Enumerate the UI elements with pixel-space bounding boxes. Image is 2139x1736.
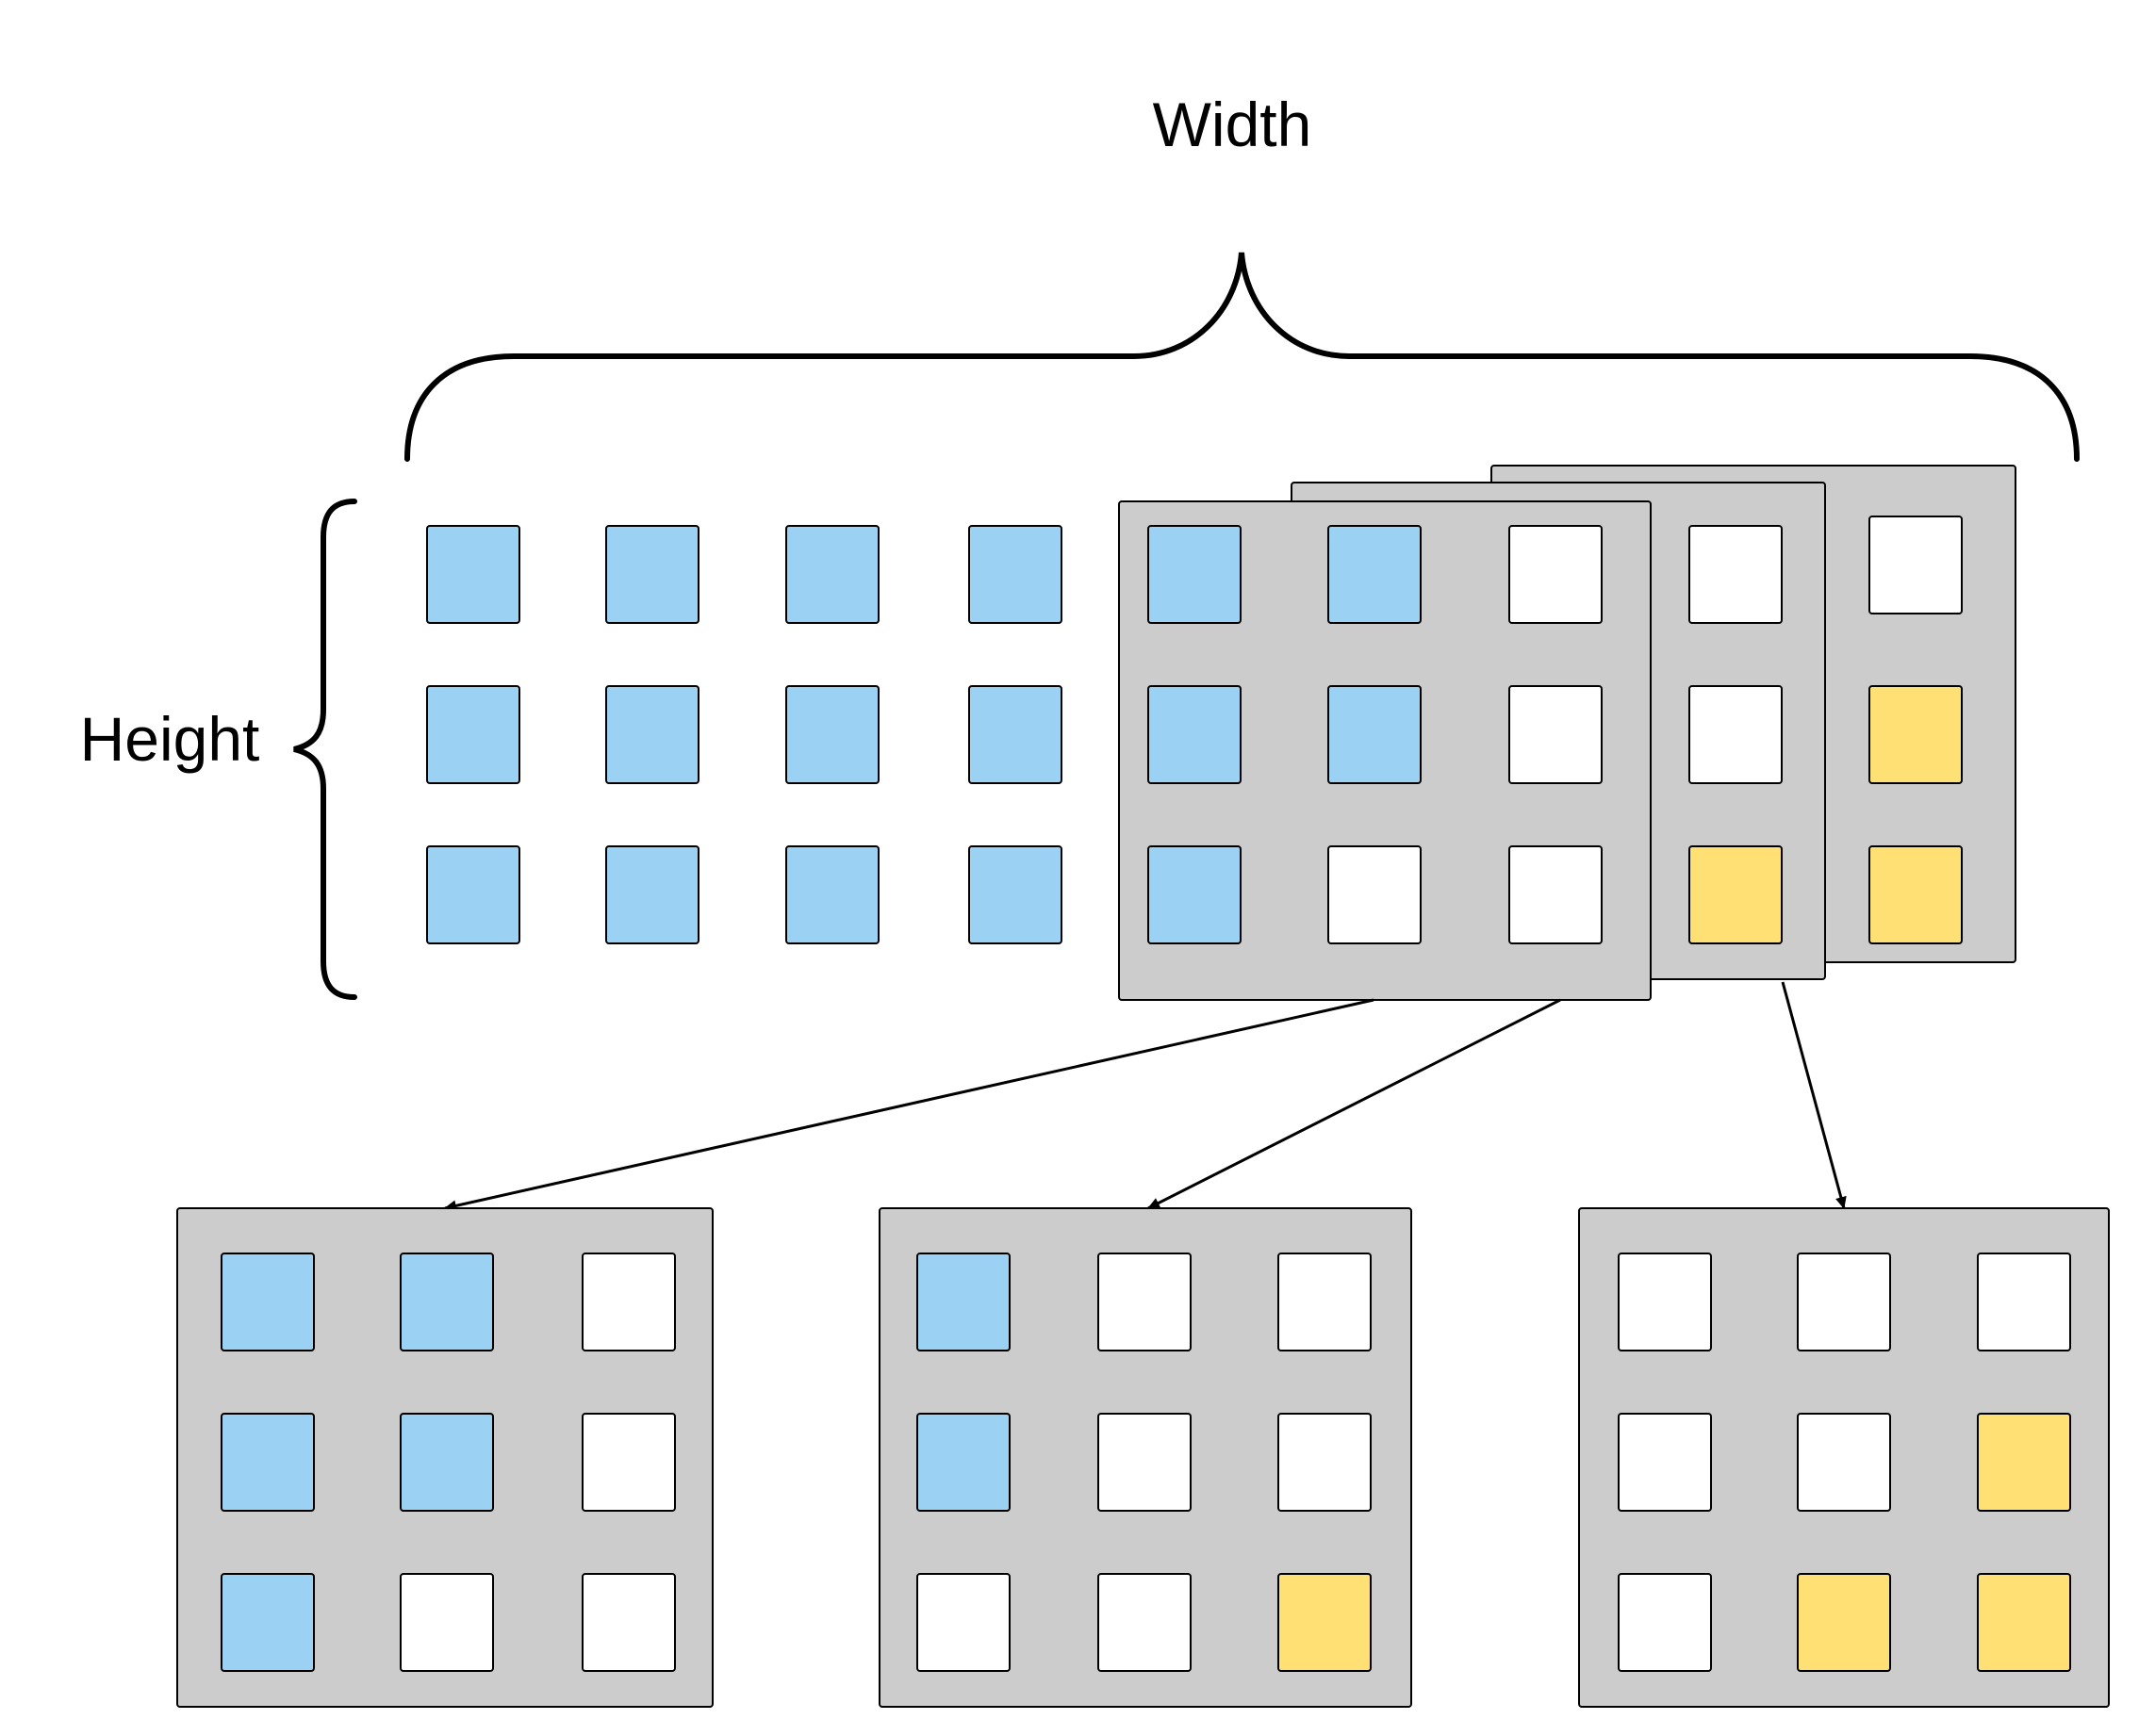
stack-cell-white [1508,845,1603,944]
input-cell-blue [426,525,520,624]
output-cell-white [582,1253,676,1351]
stack-cell-white [1327,845,1422,944]
stack-cell-white [1508,525,1603,624]
input-cell-blue [426,685,520,784]
output-cell-blue [916,1253,1011,1351]
output-cell-blue [221,1253,315,1351]
output-cell-blue [221,1573,315,1672]
stack-cell-white [1868,516,1963,614]
output-cell-blue [400,1253,494,1351]
stack-cell-yellow [1868,685,1963,784]
input-cell-blue [605,525,699,624]
stack-cell-white [1688,685,1783,784]
stack-cell-white [1508,685,1603,784]
output-cell-white [1097,1253,1192,1351]
input-cell-blue [605,685,699,784]
output-cell-white [1618,1573,1712,1672]
output-cell-yellow [1277,1573,1372,1672]
input-cell-blue [968,525,1062,624]
stack-cell-yellow [1688,845,1783,944]
output-window-1 [176,1207,714,1708]
output-cell-white [1277,1413,1372,1512]
stack-cell-blue [1147,845,1242,944]
input-cell-blue [968,845,1062,944]
output-cell-blue [221,1413,315,1512]
output-cell-yellow [1797,1573,1891,1672]
output-cell-blue [400,1413,494,1512]
output-cell-white [1797,1413,1891,1512]
stack-cell-blue [1327,685,1422,784]
output-cell-white [400,1573,494,1672]
arrow-to-output-2 [1147,998,1561,1210]
stack-cell-white [1688,525,1783,624]
width-label: Width [1153,90,1312,159]
stack-cell-blue [1147,685,1242,784]
output-cell-white [1977,1253,2071,1351]
output-cell-white [1797,1253,1891,1351]
output-cell-white [1097,1573,1192,1672]
output-cell-white [1277,1253,1372,1351]
input-cell-blue [785,845,880,944]
stacked-window-front [1118,500,1652,1001]
output-cell-white [582,1573,676,1672]
output-window-2 [879,1207,1412,1708]
input-cell-blue [968,685,1062,784]
height-brace [293,499,357,1000]
output-cell-white [1618,1413,1712,1512]
output-cell-white [1097,1413,1192,1512]
output-cell-yellow [1977,1573,2071,1672]
input-cell-blue [785,685,880,784]
input-cell-blue [426,845,520,944]
output-window-3 [1578,1207,2110,1708]
output-cell-yellow [1977,1413,2071,1512]
output-cell-white [582,1413,676,1512]
stack-cell-blue [1327,525,1422,624]
output-cell-white [916,1573,1011,1672]
stack-cell-blue [1147,525,1242,624]
input-grid [426,525,1062,944]
output-cell-blue [916,1413,1011,1512]
arrow-to-output-1 [444,998,1374,1212]
height-label: Height [80,704,260,774]
width-brace [404,252,2080,462]
stack-cell-yellow [1868,845,1963,944]
input-cell-blue [785,525,880,624]
arrow-to-output-3 [1781,981,1847,1209]
input-cell-blue [605,845,699,944]
output-cell-white [1618,1253,1712,1351]
